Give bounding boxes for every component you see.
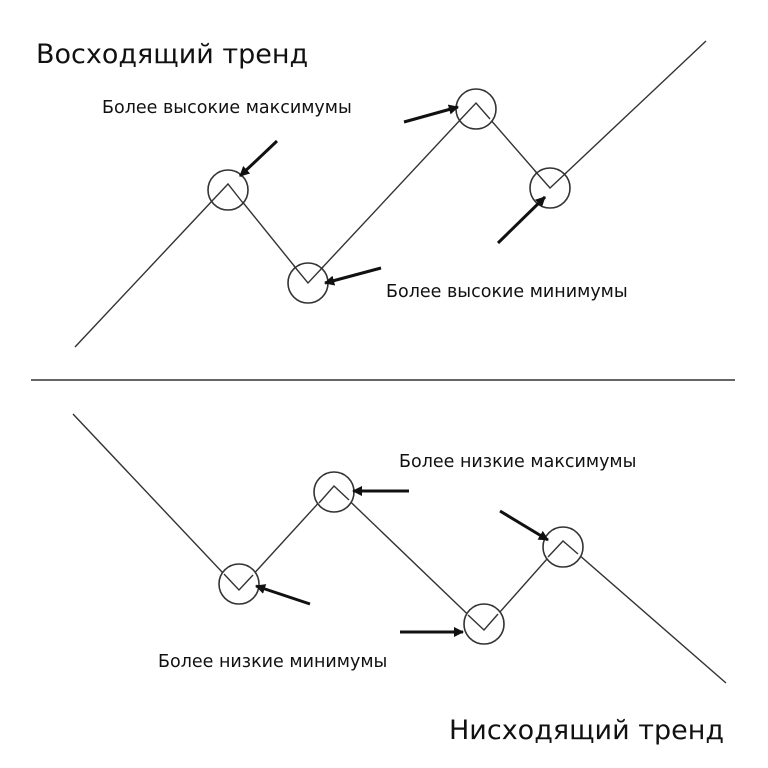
downtrend-vertex-1 xyxy=(223,573,254,592)
arrow-icon xyxy=(499,509,549,542)
lower-high-circle-2 xyxy=(542,526,584,568)
higher-high-circle-1 xyxy=(207,169,249,211)
arrow-icon xyxy=(496,195,547,245)
uptrend-vertex-3 xyxy=(459,101,491,121)
lower-high-circle-1 xyxy=(313,471,355,513)
uptrend-vertex-4 xyxy=(534,170,567,190)
uptrend-vertex-1 xyxy=(211,182,244,204)
downtrend-title: Нисходящий тренд xyxy=(449,715,724,746)
label-higher-lows: Более высокие минимумы xyxy=(386,282,628,302)
downtrend-panel: Более низкие максимумы Более низкие мини… xyxy=(72,413,727,746)
uptrend-price-line xyxy=(74,40,707,348)
uptrend-title: Восходящий тренд xyxy=(36,39,308,70)
arrow-icon xyxy=(238,139,279,178)
lower-low-circle-2 xyxy=(463,603,505,645)
uptrend-vertex-2 xyxy=(293,265,324,285)
downtrend-vertex-2 xyxy=(318,484,350,504)
arrow-icon xyxy=(255,584,311,606)
downtrend-vertex-4 xyxy=(547,540,579,558)
downtrend-price-line xyxy=(72,413,727,684)
lower-low-circle-1 xyxy=(218,563,260,605)
higher-high-circle-2 xyxy=(455,88,497,130)
label-higher-highs: Более высокие максимумы xyxy=(102,98,352,118)
arrow-icon xyxy=(324,266,382,286)
downtrend-vertex-3 xyxy=(467,613,499,632)
uptrend-panel: Восходящий тренд Более высокие максимумы… xyxy=(36,39,707,348)
label-lower-highs: Более низкие максимумы xyxy=(399,452,636,472)
label-lower-lows: Более низкие минимумы xyxy=(158,652,387,672)
arrow-icon xyxy=(403,104,459,124)
